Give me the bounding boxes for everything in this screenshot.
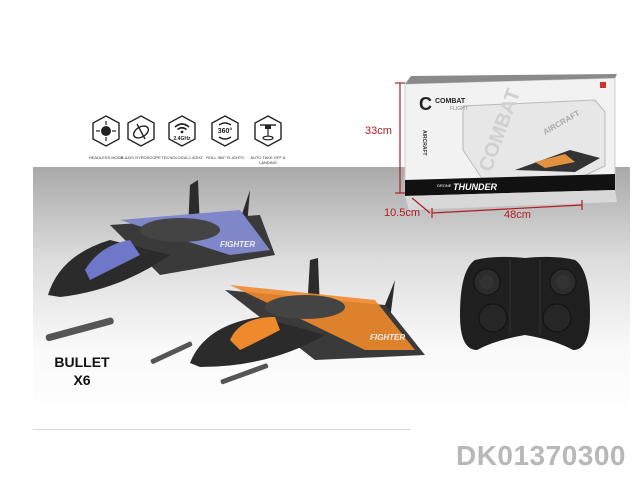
bullet-label-line1: BULLET xyxy=(54,354,110,370)
wifi-badge: 2.4GHz xyxy=(174,136,191,142)
bullet-2 xyxy=(150,341,193,364)
drone-landing-icon xyxy=(254,115,282,147)
box-bottom-title: THUNDER xyxy=(453,182,497,192)
box-side-text: AIRCRAFT xyxy=(421,130,427,156)
wifi-icon: 2.4GHz xyxy=(168,115,196,147)
dpad xyxy=(542,303,572,333)
bullet-icons xyxy=(45,317,269,385)
button-pad xyxy=(478,303,508,333)
feature-auto-landing: Auto take off & landing xyxy=(244,115,292,165)
dimension-height: 33cm xyxy=(365,125,392,137)
feature-gyroscope: 6-axis gyroscope xyxy=(117,115,165,160)
flip-360-icon: 360° xyxy=(211,115,239,147)
blue-jet-label: FIGHTER xyxy=(220,240,255,249)
blue-jet: FIGHTER xyxy=(48,180,275,297)
bullet-count-label: BULLET X6 xyxy=(42,353,122,389)
orange-jet: FIGHTER xyxy=(190,258,425,367)
feature-headless-mode: Headless mode xyxy=(82,115,130,160)
box-bottom-small: DRONE xyxy=(437,183,452,188)
box-title-line1: COMBAT xyxy=(435,98,466,105)
bullet-3 xyxy=(220,363,269,385)
bullet-1 xyxy=(45,317,114,342)
headless-mode-icon xyxy=(92,115,120,147)
product-sku: DK01370300 xyxy=(455,440,626,471)
dimension-depth: 10.5cm xyxy=(384,207,421,219)
gyroscope-icon xyxy=(127,115,155,147)
product-box: C COMBAT FLIGHT COMBAT AIRCRAFT AIRCRAFT… xyxy=(404,74,617,210)
bullet-label-line2: X6 xyxy=(73,372,91,388)
flip-badge: 360° xyxy=(218,127,233,135)
remote-controller xyxy=(460,256,590,350)
box-letter: C xyxy=(419,94,432,114)
feature-2-4ghz: 2.4GHz Tecnologia 2.4GHz xyxy=(158,115,206,160)
box-title-line2: FLIGHT xyxy=(450,106,468,112)
feature-360-flip: 360° Roll 360° flights xyxy=(201,115,249,160)
dimension-width: 48cm xyxy=(504,209,531,221)
panel-divider xyxy=(33,429,411,430)
orange-jet-label: FIGHTER xyxy=(370,333,405,342)
